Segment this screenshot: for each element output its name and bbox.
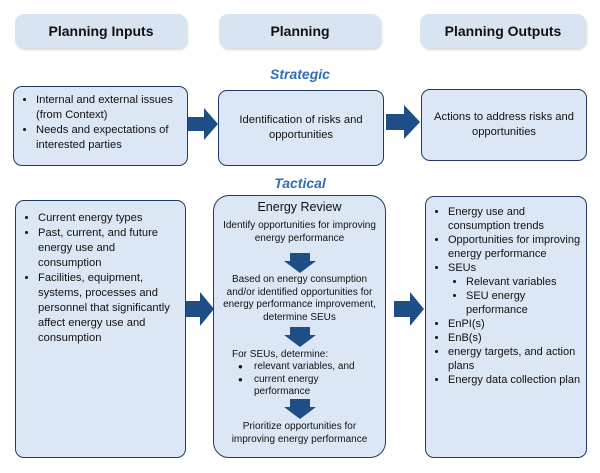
energy-review-step-3-item: relevant variables, and <box>238 361 377 374</box>
tactical-outputs-box: Energy use and consumption trends Opport… <box>425 196 587 458</box>
strategic-input-item: Needs and expectations of interested par… <box>36 123 183 153</box>
header-planning-inputs: Planning Inputs <box>15 14 187 48</box>
tactical-output-subitem: SEU energy performance <box>466 289 582 317</box>
header-planning: Planning <box>219 14 381 48</box>
tactical-output-item: Energy data collection plan <box>448 373 582 387</box>
tactical-inputs-box: Current energy types Past, current, and … <box>15 200 186 458</box>
strategic-outputs-box: Actions to address risks and opportuniti… <box>421 89 587 161</box>
energy-review-step-3-item: current energy performance <box>238 374 340 399</box>
strategic-input-item: Internal and external issues (from Conte… <box>36 93 183 123</box>
energy-review-step-4: Prioritize opportunities for improving e… <box>231 421 368 445</box>
energy-review-box: Energy Review Identify opportunities for… <box>213 195 386 458</box>
energy-review-step-2: Based on energy consumption and/or ident… <box>223 274 376 323</box>
strategic-inputs-box: Internal and external issues (from Conte… <box>13 86 188 166</box>
tactical-output-item: EnPI(s) <box>448 317 582 331</box>
strategic-planning-box: Identification of risks and opportunitie… <box>218 90 384 166</box>
energy-review-title: Energy Review <box>257 200 342 214</box>
tactical-output-item-label: SEUs <box>448 262 477 274</box>
energy-review-step-1: Identify opportunities for improving ene… <box>223 220 376 244</box>
tactical-input-item: Facilities, equipment, systems, processe… <box>38 271 181 346</box>
tactical-output-item: energy targets, and action plans <box>448 345 582 373</box>
tactical-input-item: Past, current, and future energy use and… <box>38 226 181 271</box>
energy-review-step-3-list: relevant variables, and current energy p… <box>236 361 377 399</box>
tactical-output-item: Energy use and consumption trends <box>448 205 582 233</box>
header-planning-outputs: Planning Outputs <box>420 14 586 48</box>
tactical-input-item: Current energy types <box>38 211 181 226</box>
tactical-output-subitem: Relevant variables <box>466 275 582 289</box>
tactical-output-item: Opportunities for improving energy perfo… <box>448 233 582 261</box>
section-tactical: Tactical <box>274 175 326 191</box>
energy-review-step-3-intro: For SEUs, determine: <box>232 349 329 360</box>
tactical-output-item: EnB(s) <box>448 331 582 345</box>
tactical-output-item: SEUs Relevant variables SEU energy perfo… <box>448 261 582 317</box>
section-strategic: Strategic <box>270 66 330 82</box>
